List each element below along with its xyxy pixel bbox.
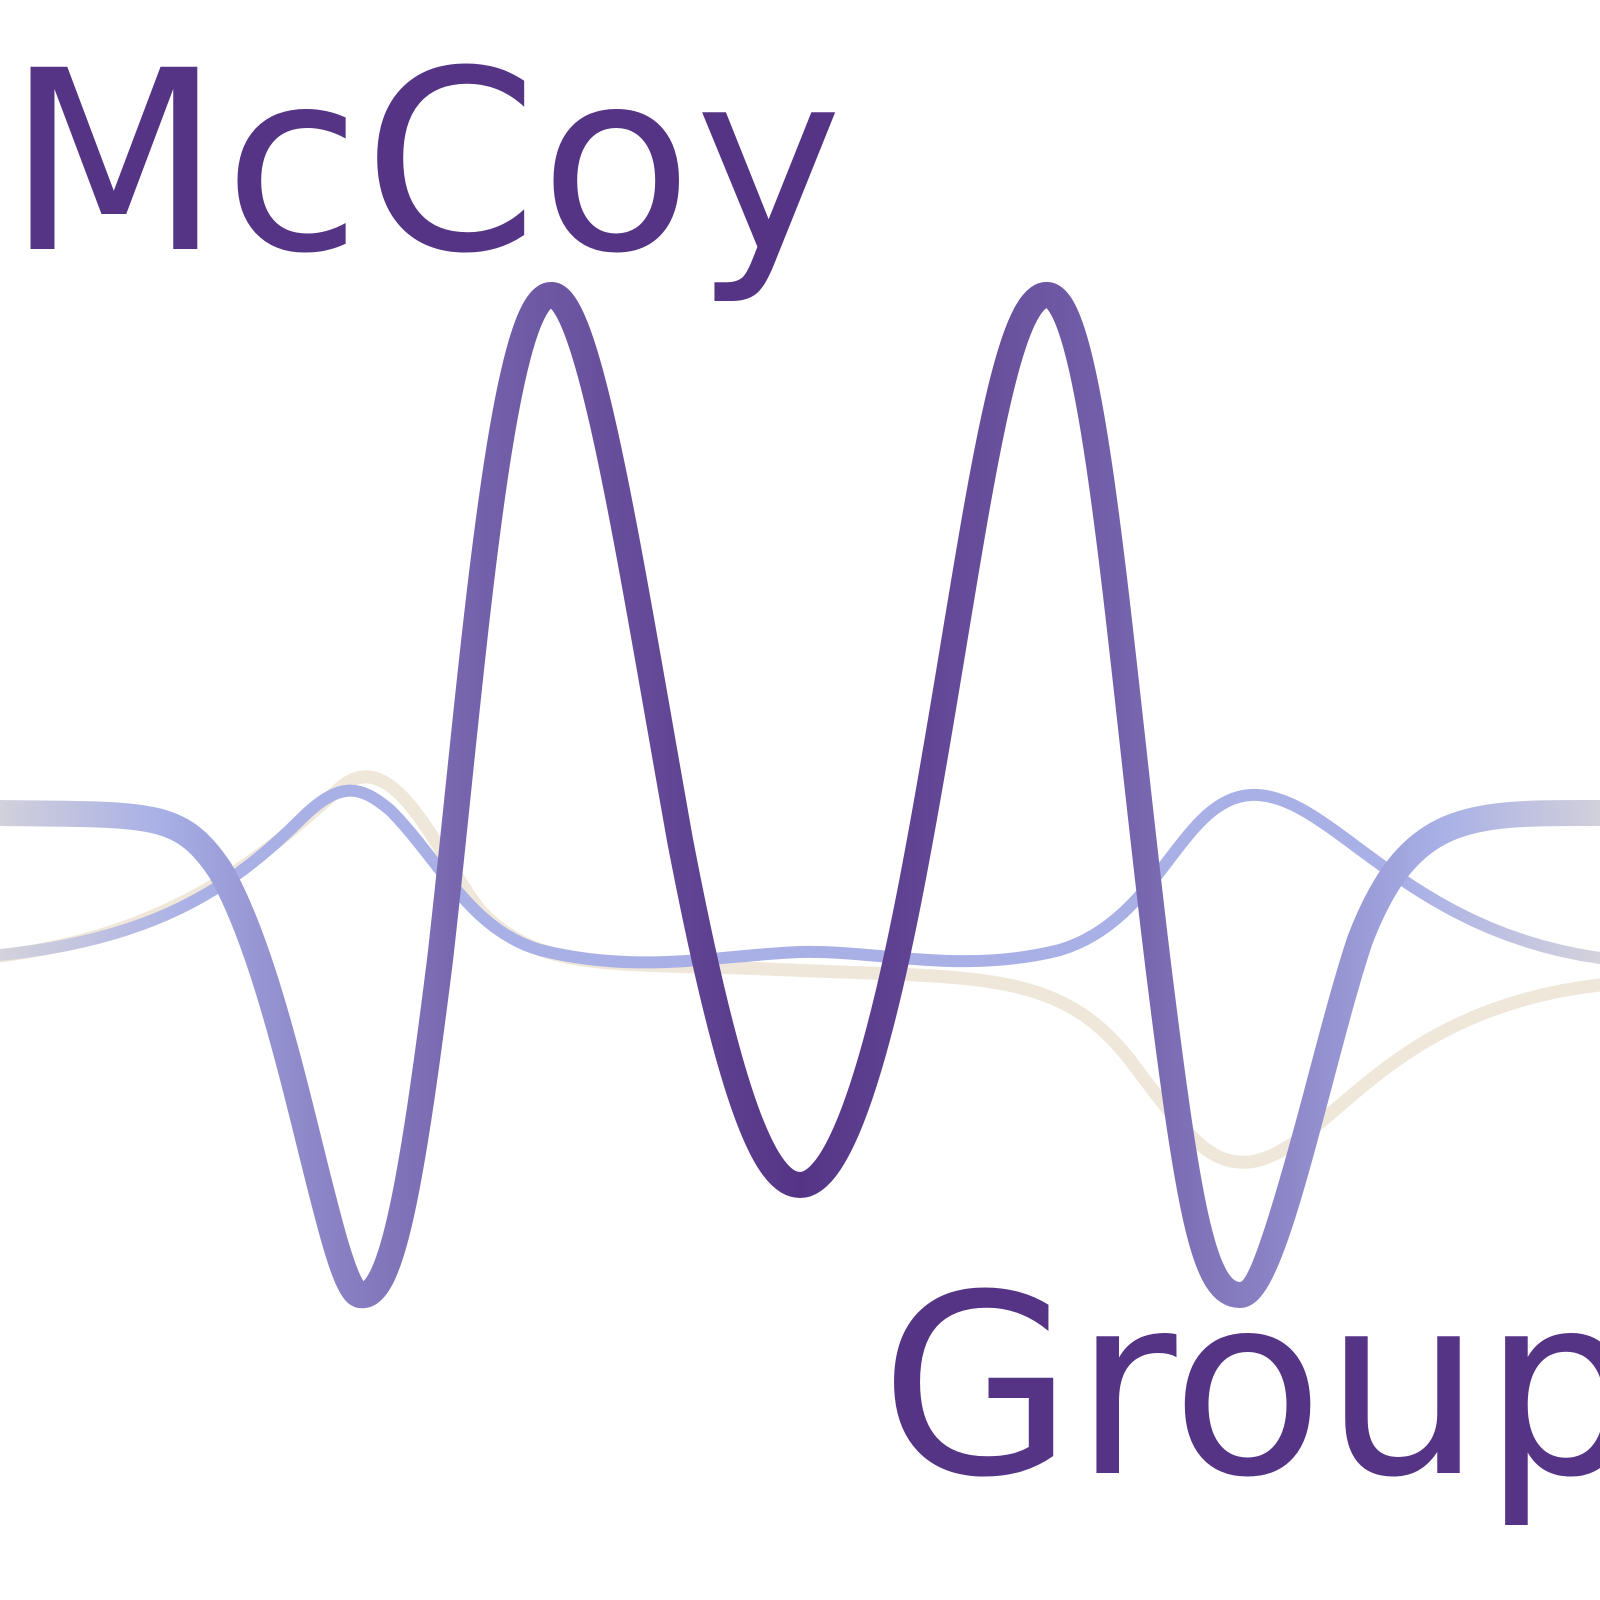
- logo-text-group: Group: [880, 1241, 1600, 1532]
- main-wave: [0, 282, 1600, 1309]
- logo-text-mccoy: McCoy: [6, 17, 845, 308]
- lavender-wave: [0, 784, 1600, 969]
